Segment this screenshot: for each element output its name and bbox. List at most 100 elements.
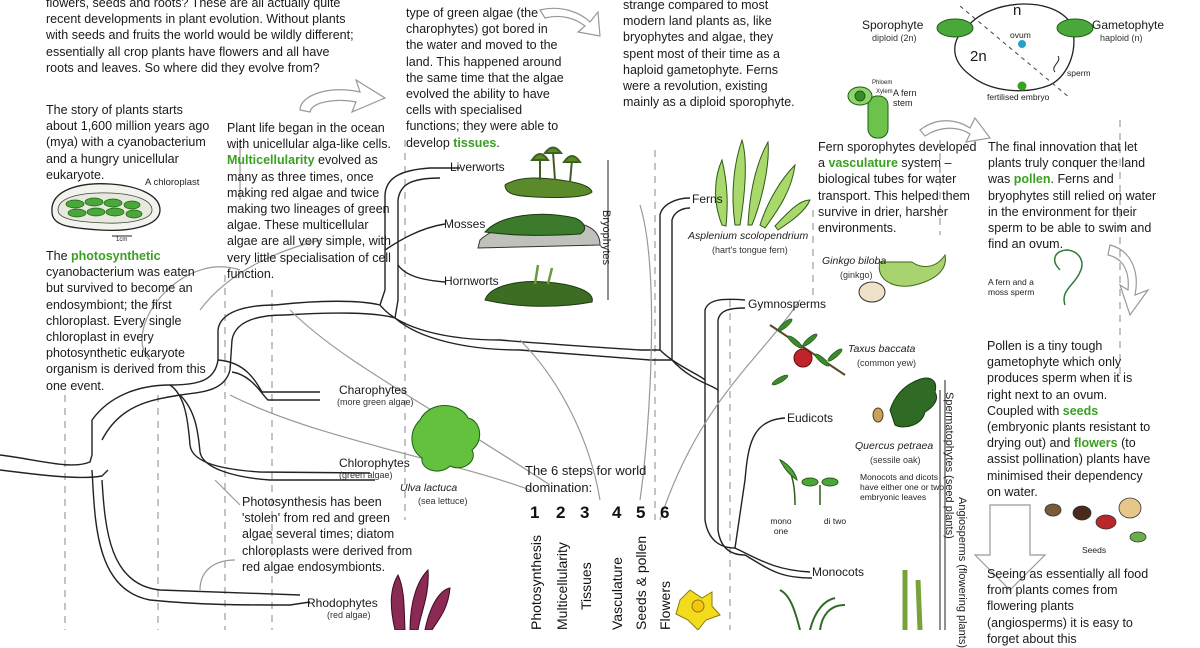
annotation-fern-stem: A fern stem xyxy=(893,88,917,108)
bamboo-stems xyxy=(902,570,923,630)
lineage-ferns: Ferns xyxy=(692,192,723,206)
time-guides xyxy=(64,120,1121,630)
hollow-arrow xyxy=(539,7,601,37)
gametophyte-cell xyxy=(1056,18,1094,38)
pointer-arrow xyxy=(519,339,601,501)
lineage-chlorophytes: Chlorophytes xyxy=(339,456,410,470)
liverwort-illustration xyxy=(504,146,593,198)
hornwort-thallus xyxy=(484,281,593,307)
annotation-seeds: Seeds xyxy=(1082,545,1107,555)
rhodophyte-illustration xyxy=(390,568,451,630)
yew-needles xyxy=(771,318,843,386)
liverwort-cap xyxy=(562,155,582,163)
liverwort-cap xyxy=(530,153,550,161)
oak-illustration xyxy=(872,377,938,428)
life-cycle-gametophyte-sub: haploid (n) xyxy=(1100,33,1143,43)
photosynthesis-text-start: The xyxy=(46,249,72,263)
yew-illustration xyxy=(769,318,846,386)
fern-frond xyxy=(747,140,769,226)
species-ginkgo-sub: (ginkgo) xyxy=(840,270,873,280)
tree-branch-mosses xyxy=(384,223,446,251)
life-cycle-diagram xyxy=(936,3,1094,99)
life-cycle-ovum: ovum xyxy=(1010,30,1031,40)
tree-branch-land xyxy=(274,167,431,306)
yew-berry xyxy=(793,348,813,368)
tree-branch-green xyxy=(91,304,276,421)
liverwort-stalk xyxy=(569,159,573,183)
step-label: Multicellularity xyxy=(554,542,570,630)
ulva-illustration xyxy=(411,405,481,472)
fern-stem-vascular xyxy=(854,90,866,102)
tree-branch-charophytes xyxy=(217,359,320,393)
lineage-charophytes-sub: (more green algae) xyxy=(337,397,414,407)
thylakoid xyxy=(123,200,141,210)
step-label: Flowers xyxy=(657,580,673,630)
hollow-arrow xyxy=(299,78,387,114)
annotation-mono-one: mono one xyxy=(770,516,792,536)
daffodil-trumpet xyxy=(691,599,705,613)
phylogeny-diagram xyxy=(0,3,1150,630)
pollen-detail-start: Pollen is a tiny tough gametophyte which… xyxy=(987,339,1133,418)
ginkgo-illustration xyxy=(858,253,946,303)
pointer-arrow xyxy=(639,204,653,501)
charophyte-text-end: . xyxy=(496,135,500,150)
intro-text: flowers, seeds and roots? These are all … xyxy=(46,0,354,75)
fern-illustration xyxy=(715,138,811,231)
tissues-term: tissues xyxy=(453,135,497,150)
vasculature-text: Fern sporophytes developed a vasculature… xyxy=(818,139,980,236)
seed xyxy=(1129,531,1147,543)
step-label: Photosynthesis xyxy=(528,535,544,630)
vasculature-term: vasculature xyxy=(828,156,898,171)
fern-frond xyxy=(774,199,811,231)
fern-frond xyxy=(732,138,746,226)
pollen-detail-mid: (embryonic plants resistant to drying ou… xyxy=(987,420,1151,451)
pointer-arrow xyxy=(214,479,241,506)
life-cycle-2n: 2n xyxy=(970,48,987,65)
lineage-mosses: Mosses xyxy=(444,217,486,231)
seed xyxy=(1044,503,1062,517)
tree-branch-rhodophytes xyxy=(91,469,311,606)
food-text: Seeing as essentially all food from plan… xyxy=(987,567,1149,646)
fern-frond xyxy=(715,158,728,227)
charophyte-text-start: type of green algae (the charophytes) go… xyxy=(406,6,564,150)
ginkgo-leaf xyxy=(878,253,946,287)
lineage-eudicots: Eudicots xyxy=(787,411,834,425)
vasculature-text-start: Fern sporophytes developed a xyxy=(818,140,977,171)
thylakoid xyxy=(67,208,87,218)
hornwort-illustration xyxy=(484,264,593,307)
thylakoid xyxy=(103,198,123,208)
fern-stem-illustration xyxy=(847,86,889,139)
ovum-cell xyxy=(1018,40,1026,48)
step-number: 5 xyxy=(636,503,646,522)
annotation-di-two: di two xyxy=(823,516,847,526)
tree-branch-chlorophytes xyxy=(169,384,371,474)
seeds-illustration xyxy=(1044,497,1147,543)
tree-branch-monocots xyxy=(734,547,811,573)
chloroplast-illustration xyxy=(51,183,161,237)
species-ulva-sub: (sea lettuce) xyxy=(418,496,468,506)
step-number: 2 xyxy=(556,503,566,522)
life-cycle-n: n xyxy=(1013,2,1022,19)
species-taxus: Taxus baccata xyxy=(848,343,916,355)
tree-branch-angiosperms xyxy=(704,380,786,549)
liverwort-thallus xyxy=(504,177,593,198)
pollen-detail-text: Pollen is a tiny tough gametophyte which… xyxy=(987,338,1155,500)
hornwort-horn xyxy=(533,264,540,285)
step-label: Vasculature xyxy=(609,557,625,630)
red-alga-frond xyxy=(424,587,451,630)
pointer-arrow xyxy=(199,239,321,311)
moss-cushion xyxy=(484,213,586,236)
annotation-monocots-dicots: Monocots and dicots have either one or t… xyxy=(860,472,945,502)
sperm-illustration xyxy=(1053,249,1083,306)
tree-branch-vascular xyxy=(394,207,691,361)
lineage-bryophytes: Bryophytes xyxy=(600,210,612,266)
charophyte-text: type of green algae (the charophytes) go… xyxy=(406,5,566,151)
pointer-arrow xyxy=(141,266,241,361)
photosynthesis-text-end: cyanobacterium was eaten but survived to… xyxy=(46,265,206,393)
annotation-fern-moss-sperm: A fern and a moss sperm xyxy=(988,277,1035,297)
thylakoids xyxy=(65,197,143,219)
life-cycle-loop xyxy=(954,3,1075,92)
ocean-text-end: evolved as many as three times, once mak… xyxy=(227,153,391,281)
tree-branch-vascular xyxy=(379,197,691,351)
thylakoid xyxy=(125,209,143,219)
